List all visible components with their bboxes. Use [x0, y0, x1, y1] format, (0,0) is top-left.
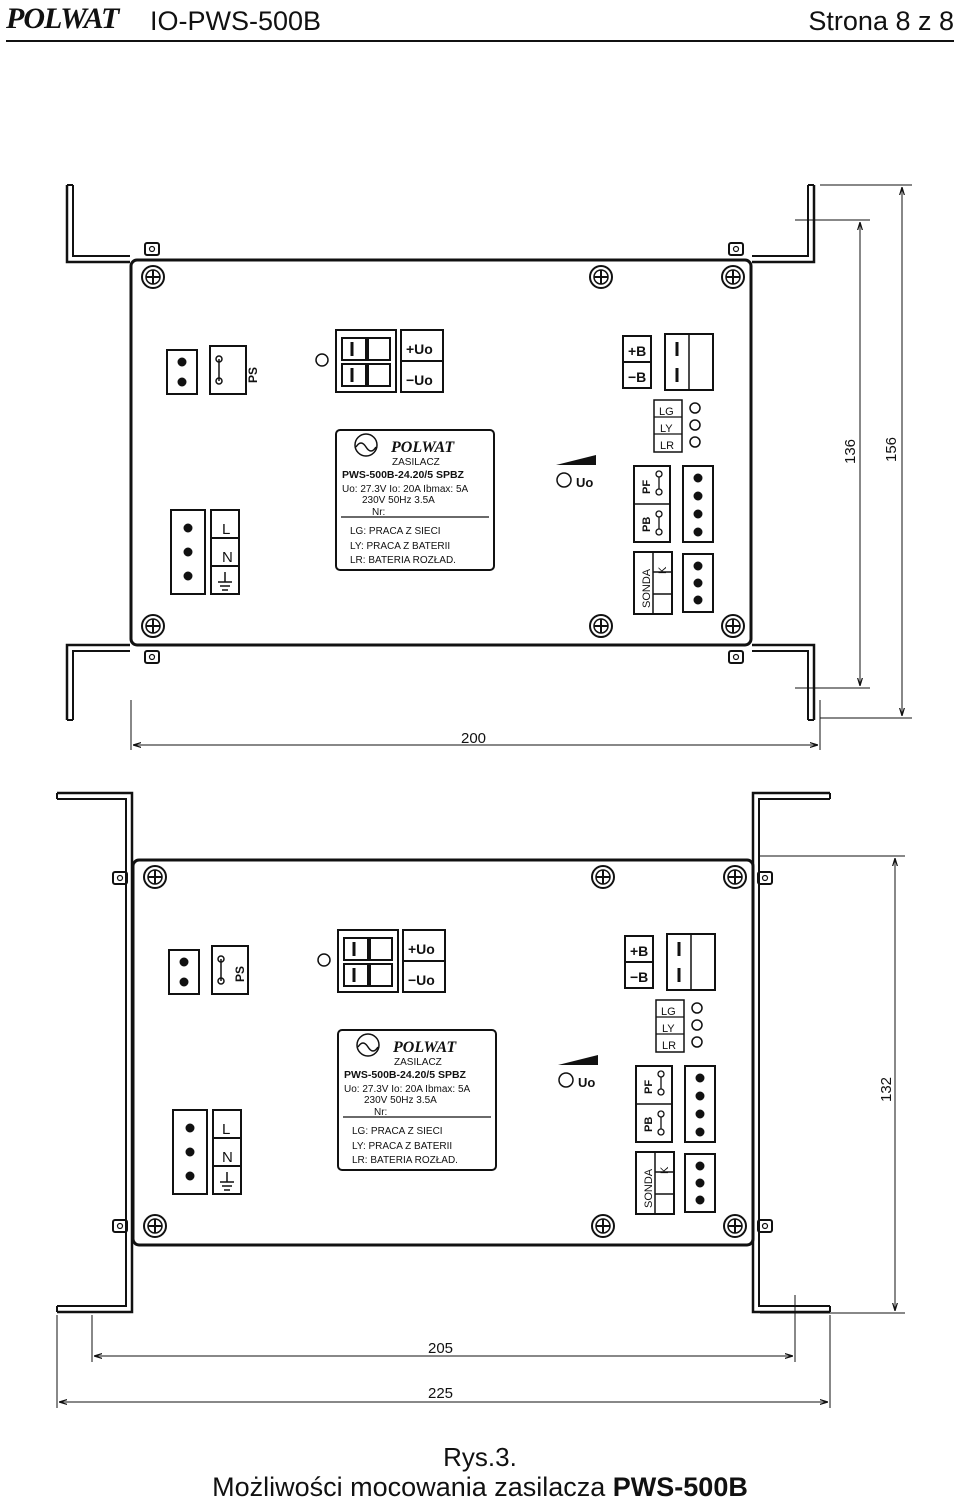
- header-rule: [6, 40, 954, 42]
- plate-ly: LY: PRACA Z BATERII: [350, 541, 450, 552]
- led-ly-label: LY: [660, 423, 673, 435]
- led-lg-label: LG: [659, 406, 674, 418]
- b-minus-label-2: −B: [630, 969, 648, 985]
- k-label-2: K: [659, 1166, 671, 1174]
- dim-200: 200: [461, 730, 486, 747]
- pf-label: PF: [641, 480, 653, 494]
- b-minus-label: −B: [628, 369, 646, 385]
- plate-model-2: PWS-500B-24.20/5 SPBZ: [344, 1069, 467, 1081]
- dim-205: 205: [428, 1340, 453, 1357]
- pf-label-2: PF: [643, 1080, 655, 1094]
- mains-l-label-2: L: [222, 1121, 230, 1138]
- plate-brand-2: POLWAT: [392, 1039, 457, 1056]
- bottom-view: [56, 791, 905, 1408]
- plate-lg: LG: PRACA Z SIECI: [350, 526, 441, 537]
- plate-nr: Nr:: [372, 507, 385, 518]
- sonda-label-2: SONDA: [643, 1168, 655, 1208]
- caption-model: PWS-500B: [612, 1472, 748, 1502]
- plate-brand: POLWAT: [390, 439, 455, 456]
- plate-nr-2: Nr:: [374, 1107, 387, 1118]
- mains-n-label-2: N: [222, 1149, 233, 1166]
- k-label: K: [657, 566, 669, 574]
- uo-pot-label: Uo: [576, 475, 593, 490]
- uo-plus-label-2: +Uo: [408, 941, 435, 957]
- plate-ly-2: LY: PRACA Z BATERII: [352, 1141, 452, 1152]
- plate-spec2-2: 230V 50Hz 3.5A: [364, 1095, 437, 1106]
- sonda-label: SONDA: [641, 568, 653, 608]
- plate-model: PWS-500B-24.20/5 SPBZ: [342, 469, 465, 481]
- pb-label: PB: [641, 517, 653, 532]
- plate-lr-2: LR: BATERIA ROZŁAD.: [352, 1155, 458, 1166]
- ps-label: PS: [246, 367, 260, 383]
- figure-caption: Możliwości mocowania zasilacza PWS-500B: [0, 1472, 960, 1503]
- pb-label-2: PB: [643, 1117, 655, 1132]
- plate-lg-2: LG: PRACA Z SIECI: [352, 1126, 443, 1137]
- plate-lr: LR: BATERIA ROZŁAD.: [350, 555, 456, 566]
- page-number: Strona 8 z 8: [808, 6, 954, 36]
- bottom-view-labels: PS L N +Uo −Uo +B −B LG LY LR Uo PF PB S…: [222, 941, 895, 1402]
- uo-plus-label: +Uo: [406, 341, 433, 357]
- dim-136: 136: [842, 439, 859, 464]
- mains-n-label: N: [222, 549, 233, 566]
- page-header: POLWAT IO-PWS-500B Strona 8 z 8: [0, 0, 960, 44]
- dim-225: 225: [428, 1385, 453, 1402]
- plate-spec1-2: Uo: 27.3V Io: 20A Ibmax: 5A: [344, 1084, 471, 1095]
- plate-title: ZASILACZ: [392, 457, 440, 468]
- plate-title-2: ZASILACZ: [394, 1057, 442, 1068]
- dim-132: 132: [878, 1077, 895, 1102]
- dim-156: 156: [883, 437, 900, 462]
- b-plus-label: +B: [628, 343, 646, 359]
- plate-spec2: 230V 50Hz 3.5A: [362, 495, 435, 506]
- brand-logo: POLWAT: [6, 2, 119, 35]
- led-lr-label: LR: [660, 440, 674, 452]
- plate-spec1: Uo: 27.3V Io: 20A Ibmax: 5A: [342, 484, 469, 495]
- uo-minus-label: −Uo: [406, 372, 433, 388]
- document-id: IO-PWS-500B: [150, 6, 322, 36]
- caption-text: Możliwości mocowania zasilacza: [212, 1472, 613, 1502]
- led-ly-label-2: LY: [662, 1023, 675, 1035]
- uo-minus-label-2: −Uo: [408, 972, 435, 988]
- led-lg-label-2: LG: [661, 1006, 676, 1018]
- top-view: [65, 184, 912, 750]
- ps-label-2: PS: [233, 966, 247, 982]
- mains-l-label: L: [222, 521, 230, 538]
- led-lr-label-2: LR: [662, 1040, 676, 1052]
- uo-pot-label-2: Uo: [578, 1075, 595, 1090]
- top-view-labels: PS L N +Uo −Uo +B −B LG LY LR Uo PF PB S…: [222, 341, 900, 747]
- figure-number: Rys.3.: [443, 1442, 517, 1472]
- b-plus-label-2: +B: [630, 943, 648, 959]
